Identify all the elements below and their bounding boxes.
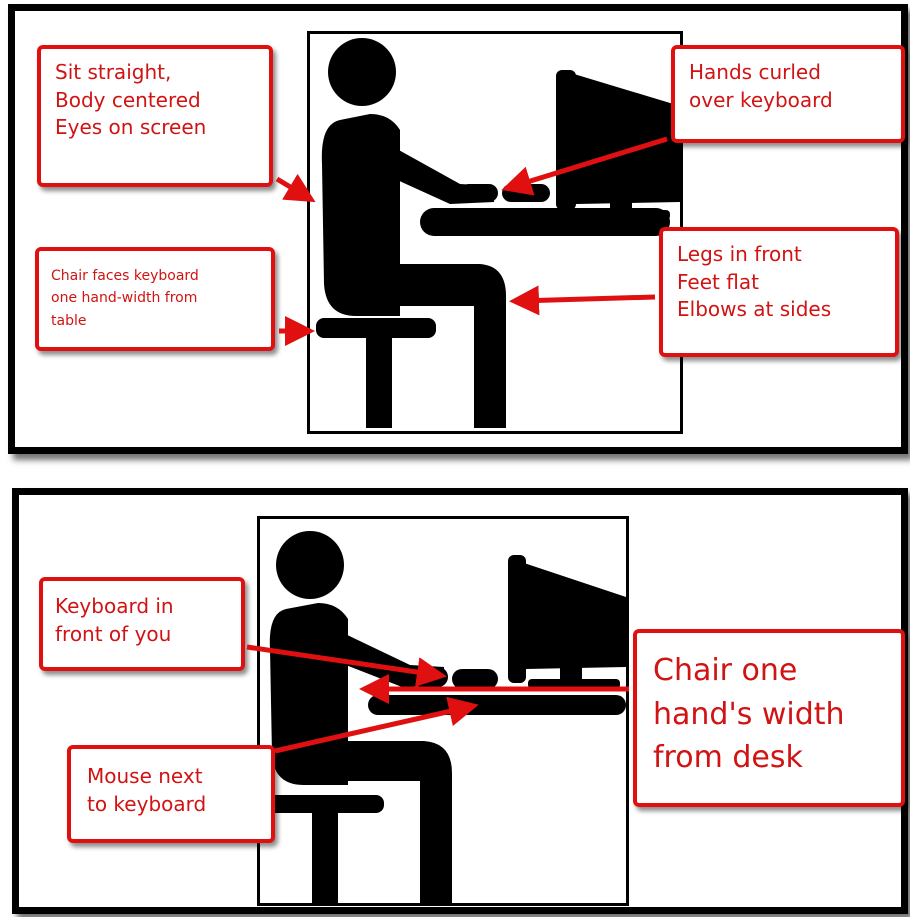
seated-person-at-computer-illustration [310,34,680,431]
seated-person-at-computer-illustration [260,519,626,903]
keyboard-icon [502,184,550,202]
callout-text: Body centered [55,87,259,115]
desk-icon [420,208,670,236]
monitor-icon [508,555,626,689]
callout-text: Sit straight, [55,59,259,87]
callout-text: Eyes on screen [55,114,259,142]
bottom-illustration-frame [257,516,629,906]
monitor-icon [556,70,680,220]
head-icon [276,531,344,599]
callout-chair-position: Chair faces keyboard one hand-width from… [35,247,275,351]
head-icon [328,38,396,106]
callout-text: Legs in front [677,241,885,269]
callout-text: Keyboard in [55,593,231,621]
callout-keyboard-position: Keyboard in front of you [39,577,245,671]
callout-text: hand's width [653,693,891,737]
callout-text: table [51,310,261,332]
callout-text: Elbows at sides [677,296,885,324]
callout-mouse-position: Mouse next to keyboard [67,745,275,843]
bottom-diagram-panel: Keyboard in front of you Mouse next to k… [12,488,908,914]
callout-text: front of you [55,621,231,649]
callout-text: to keyboard [87,791,261,819]
callout-hands: Hands curled over keyboard [671,45,905,143]
desk-icon [368,695,626,715]
callout-chair-desk-distance: Chair one hand's width from desk [633,629,905,807]
callout-text: Chair faces keyboard [51,265,261,287]
chair-icon [264,795,384,813]
chair-icon [316,318,436,338]
callout-text: one hand-width from [51,287,261,309]
keyboard-icon [452,669,498,689]
callout-text: from desk [653,736,891,780]
top-illustration-frame [307,31,683,434]
callout-legs: Legs in front Feet flat Elbows at sides [659,227,899,357]
callout-text: Mouse next [87,763,261,791]
arrow-icon [277,179,307,197]
callout-text: Hands curled [689,59,891,87]
callout-text: over keyboard [689,87,891,115]
callout-text: Chair one [653,649,891,693]
top-diagram-panel: Sit straight, Body centered Eyes on scre… [8,4,908,454]
callout-posture: Sit straight, Body centered Eyes on scre… [37,45,273,187]
callout-text: Feet flat [677,269,885,297]
